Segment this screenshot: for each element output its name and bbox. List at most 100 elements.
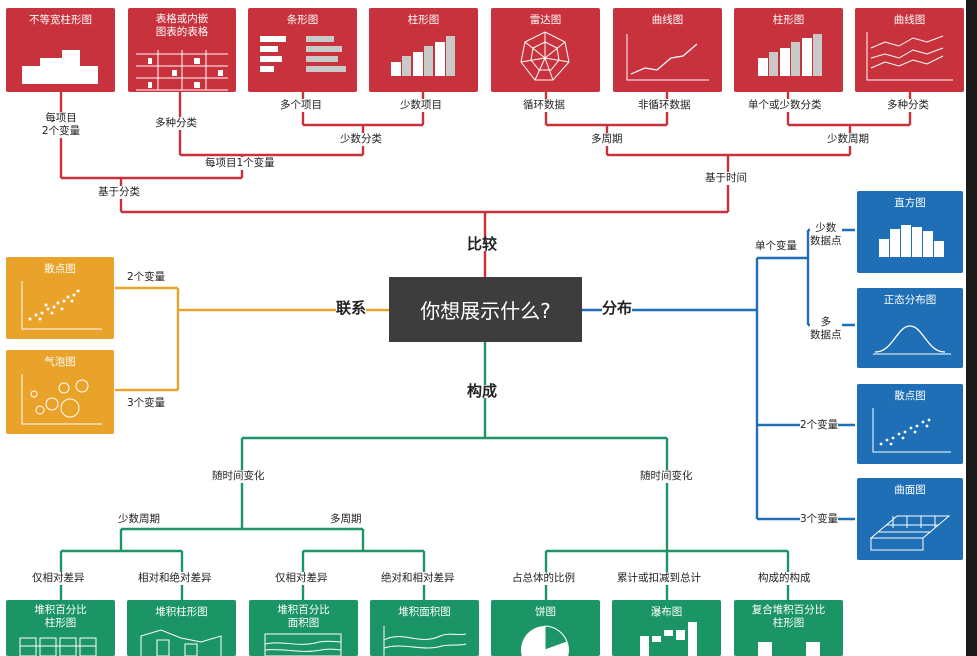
label-many-periods: 多周期 — [591, 133, 623, 146]
chart-box-title: 条形图 — [286, 14, 319, 26]
label-by-time: 基于时间 — [705, 172, 747, 185]
central-question: 你想展示什么? — [389, 277, 582, 342]
label-single-or-few-categories: 单个或少数分类 — [748, 99, 822, 112]
label-few-items: 少数项目 — [400, 99, 442, 112]
radar-chart-icon — [520, 31, 570, 81]
label-few-periods: 少数周期 — [827, 133, 869, 146]
label-single-var: 单个变量 — [755, 240, 797, 253]
stacked-area-icon — [383, 626, 467, 656]
chart-box-stacked-area: 堆积面积图 — [370, 600, 479, 656]
chart-box-title: 堆积百分比 面积图 — [277, 604, 330, 629]
chart-box-normal-distribution: 正态分布图 — [857, 288, 963, 368]
category-distribution: 分布 — [602, 299, 633, 317]
chart-box-bar: 条形图 — [248, 8, 357, 92]
chart-box-stacked-100-column: 堆积百分比 柱形图 — [6, 600, 115, 656]
label-cyclic-data: 循环数据 — [523, 99, 565, 112]
label-three-vars-relation: 3个变量 — [127, 397, 166, 410]
chart-box-stacked-column: 堆积柱形图 — [127, 600, 236, 656]
chart-box-pie: 饼图 — [491, 600, 600, 656]
label-components: 构成的构成 — [758, 572, 811, 585]
chart-box-scatter-distribution: 散点图 — [857, 384, 963, 464]
surface-chart-icon — [869, 515, 951, 551]
window-edge — [966, 0, 977, 656]
chart-box-title: 曲线图 — [893, 14, 926, 26]
label-many-points: 多 数据点 — [810, 316, 842, 342]
chart-box-variable-width-column: 不等宽柱形图 — [6, 8, 115, 92]
chart-box-stacked-100-area: 堆积百分比 面积图 — [249, 600, 358, 656]
chart-box-scatter-relation: 散点图 — [6, 257, 114, 339]
chart-box-title: 曲线图 — [651, 14, 684, 26]
chart-box-title: 气泡图 — [44, 356, 76, 368]
label-change-over-time-left: 随时间变化 — [212, 470, 265, 483]
chart-box-line-multi: 曲线图 — [855, 8, 964, 92]
chart-box-line-noncyclic: 曲线图 — [613, 8, 722, 92]
chart-box-title: 不等宽柱形图 — [29, 14, 92, 26]
stacked-column-icon — [140, 629, 222, 656]
column-chart-icon — [391, 36, 455, 76]
variable-width-column-icon — [22, 50, 98, 84]
label-two-vars-relation: 2个变量 — [127, 271, 166, 284]
chart-box-column-single: 柱形图 — [734, 8, 843, 92]
category-composition: 构成 — [467, 382, 498, 400]
chart-box-title: 堆积面积图 — [398, 606, 451, 618]
label-by-category: 基于分类 — [98, 186, 140, 199]
chart-box-bubble: 气泡图 — [6, 350, 114, 434]
bar-chart-icon — [260, 36, 346, 72]
scatter-icon — [21, 281, 102, 330]
chart-box-radar: 雷达图 — [491, 8, 600, 92]
label-three-vars-distribution: 3个变量 — [800, 513, 839, 526]
label-absolute-relative: 绝对和相对差异 — [381, 572, 455, 585]
label-few-points: 少数 数据点 — [810, 222, 842, 248]
label-relative-only-1: 仅相对差异 — [32, 572, 85, 585]
multi-line-chart-icon — [866, 32, 953, 81]
chart-box-title: 散点图 — [894, 390, 926, 402]
chart-box-title: 饼图 — [535, 606, 556, 618]
chart-box-title: 表格或内嵌 图表的表格 — [155, 13, 209, 38]
label-many-items: 多个项目 — [280, 99, 322, 112]
chart-box-title: 柱形图 — [407, 14, 440, 26]
stacked-100-column-icon — [19, 637, 97, 656]
column-chart-icon — [758, 34, 822, 76]
chart-box-title: 柱形图 — [772, 14, 805, 26]
chart-box-title: 正态分布图 — [883, 294, 937, 306]
chart-box-title: 堆积百分比 柱形图 — [34, 604, 87, 629]
chart-box-title: 散点图 — [44, 263, 76, 275]
bubble-chart-icon — [21, 374, 102, 425]
chart-box-title: 堆积柱形图 — [155, 606, 208, 618]
composite-stacked-column-icon — [758, 642, 820, 656]
label-accumulate: 累计或扣减到总计 — [617, 572, 701, 585]
chart-box-waterfall: 瀑布图 — [612, 600, 721, 656]
label-per-item-two-vars: 每项目 2个变量 — [36, 112, 86, 138]
label-few-categories: 少数分类 — [340, 133, 382, 146]
label-many-periods-composition: 多周期 — [330, 513, 362, 526]
category-relation: 联系 — [336, 299, 367, 317]
label-many-categories-time: 多种分类 — [887, 99, 929, 112]
label-few-periods-composition: 少数周期 — [118, 513, 160, 526]
pie-chart-icon — [521, 625, 569, 656]
chart-box-composite-stacked-100-column: 复合堆积百分比 柱形图 — [734, 600, 843, 656]
chart-box-column-few: 柱形图 — [369, 8, 478, 92]
chart-box-title: 曲面图 — [894, 484, 926, 496]
histogram-icon — [879, 225, 944, 257]
stacked-100-area-icon — [264, 633, 342, 656]
label-relative-only-2: 仅相对差异 — [275, 572, 328, 585]
label-many-categories: 多种分类 — [155, 117, 197, 130]
chart-box-title: 瀑布图 — [650, 606, 683, 618]
chart-box-title: 直方图 — [894, 197, 926, 209]
scatter-icon — [872, 408, 951, 453]
label-per-item-one-var: 每项目1个变量 — [205, 157, 275, 170]
chart-box-embedded-table: 表格或内嵌 图表的表格 — [128, 8, 236, 92]
embedded-table-icon — [136, 50, 228, 91]
chart-box-title: 雷达图 — [529, 14, 562, 26]
label-share-of-total: 占总体的比例 — [512, 572, 575, 585]
chart-box-title: 复合堆积百分比 柱形图 — [751, 604, 826, 629]
chart-box-surface: 曲面图 — [857, 478, 963, 560]
chart-box-histogram: 直方图 — [857, 191, 963, 273]
normal-curve-icon — [873, 325, 951, 355]
label-two-vars-distribution: 2个变量 — [800, 419, 839, 432]
category-compare: 比较 — [467, 235, 498, 253]
line-chart-icon — [626, 34, 709, 81]
waterfall-chart-icon — [640, 622, 697, 656]
label-static: 随时间变化 — [640, 470, 693, 483]
